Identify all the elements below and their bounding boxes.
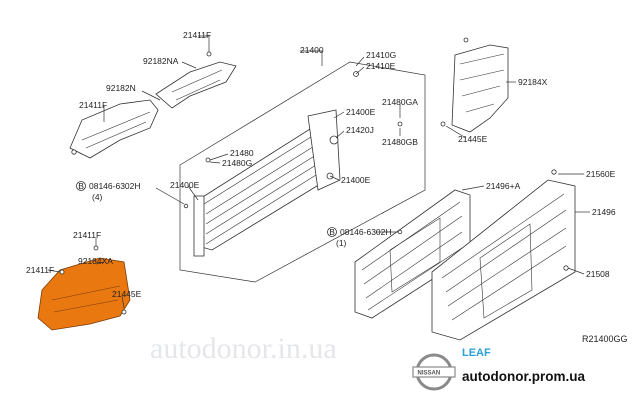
label-21400e-c: 21400E — [341, 175, 371, 185]
label-21411f-low: 21411F — [73, 230, 101, 240]
bolt-08146-b — [397, 229, 403, 235]
label-21420j: 21420J — [346, 125, 374, 135]
bolt-marker-a-letter: B — [78, 181, 84, 191]
label-92182n: 92182N — [106, 83, 136, 93]
bolt-marker-a — [76, 181, 86, 191]
label-21496: 21496 — [592, 207, 616, 217]
label-21410e: 21410E — [366, 61, 396, 71]
label-21400e-b: 21400E — [170, 180, 200, 190]
label-21508: 21508 — [586, 269, 610, 279]
label-08146-6302h-a: 08146-6302H — [89, 181, 141, 191]
label-92184xa: 92184XA — [78, 256, 113, 266]
label-21400: 21400 — [300, 45, 324, 55]
label-21400e-a: 21400E — [346, 107, 376, 117]
label-92182na: 92182NA — [143, 56, 179, 66]
bolt-marker-b-letter: B — [329, 227, 335, 237]
label-08146-a-qty: (4) — [92, 192, 103, 202]
label-21480g: 21480G — [222, 158, 252, 168]
label-21445e-top: 21445E — [458, 134, 488, 144]
label-08146-6302h-b: 08146-6302H — [340, 227, 392, 237]
nissan-logo-text: NISSAN — [418, 371, 441, 377]
bolt-marker-b — [327, 227, 337, 237]
label-21411f-low2: 21411F — [26, 265, 54, 275]
leader-lines — [47, 35, 590, 309]
air-guide-92184xa-highlighted — [37, 245, 131, 331]
air-guide-92184x — [440, 37, 509, 133]
label-21480: 21480 — [230, 148, 254, 158]
air-guide-92182n — [69, 99, 159, 159]
label-21411f-left: 21411F — [79, 100, 107, 110]
shroud-bracket-21496a — [354, 189, 471, 319]
bolt-21480gb — [397, 121, 403, 127]
label-21410g: 21410G — [366, 50, 396, 60]
hose-clamp-21480 — [205, 157, 211, 163]
radiator-mount-21496 — [431, 169, 576, 341]
label-21496a: 21496+A — [486, 181, 521, 191]
site-url: autodonor.prom.ua — [462, 369, 585, 384]
label-21480ga: 21480GA — [382, 97, 418, 107]
diagram-code: R21400GG — [582, 334, 628, 344]
nissan-logo: NISSAN — [412, 353, 456, 391]
watermark-text: autodonor.in.ua — [150, 332, 337, 365]
label-21411f-top: 21411F — [183, 30, 211, 40]
label-21560e: 21560E — [586, 169, 616, 179]
label-21480gb: 21480GB — [382, 137, 418, 147]
label-21445e-low: 21445E — [112, 289, 142, 299]
model-name: LEAF — [462, 347, 491, 359]
bolt-08146-a — [183, 203, 189, 209]
radiator-core — [193, 109, 341, 257]
radiator-assembly-frame — [179, 61, 426, 283]
label-08146-b-qty: (1) — [336, 238, 347, 248]
label-92184x: 92184X — [518, 77, 548, 87]
air-guide-92182na — [155, 51, 237, 109]
